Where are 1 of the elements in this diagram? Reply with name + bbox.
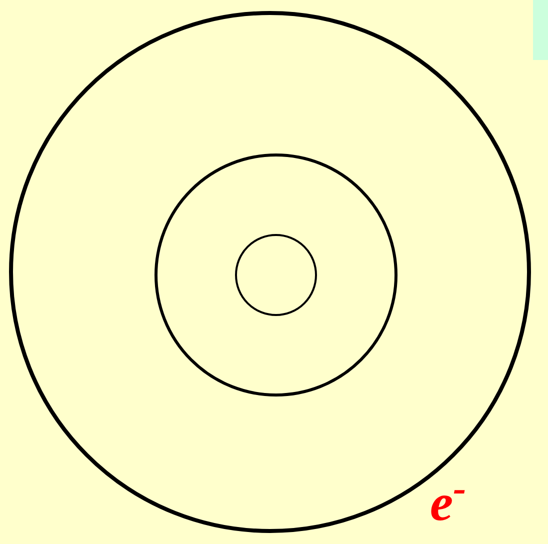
electron-symbol: e$^{-}$ xyxy=(430,478,466,530)
